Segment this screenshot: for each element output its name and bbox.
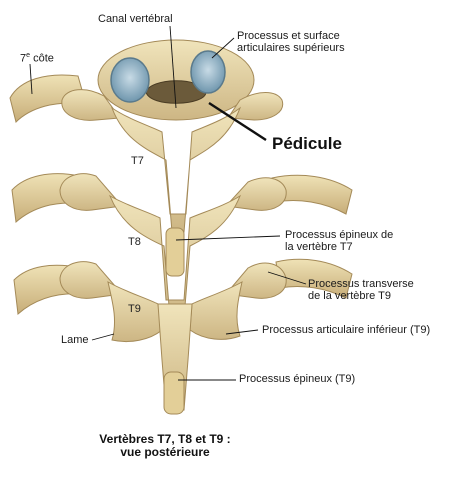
rib-right-t9 [275,258,353,299]
label-canal-vertebral: Canal vertébral [98,13,173,25]
articular-facet-right [190,50,226,94]
vertebra-t9 [59,261,287,415]
spinous-process-t7-tip [165,227,185,277]
label-transverse-line2: de la vertèbre T9 [308,290,391,302]
label-t9: T9 [128,303,141,315]
label-t7: T7 [131,155,144,167]
label-t8: T8 [128,236,141,248]
rib-right-t8 [271,174,353,215]
leader-transverse [267,271,307,285]
leader-canal [169,25,177,109]
leader-pedicule [208,101,267,142]
vertebra-t7 [61,39,284,233]
leader-lame [91,333,115,341]
leader-lines [29,25,307,381]
leader-proc-sup [211,37,235,59]
vertebra-t8 [59,173,287,319]
spinous-process-t9-tip [163,371,185,415]
label-epineux-t9: Processus épineux (T9) [239,373,356,385]
label-epineux-line2: la vertèbre T7 [285,241,353,253]
label-lame: Lame [61,334,89,346]
leader-cote [29,63,33,95]
label-epineux-line1: Processus épineux de [285,229,394,241]
articular-facet-left [110,57,150,103]
label-transverse-line1: Processus transverse [308,278,414,290]
caption-line1: Vertèbres T7, T8 et T9 : [99,432,231,446]
label-pedicule: Pédicule [272,134,342,153]
label-art-inf: Processus articulaire inférieur (T9) [262,324,431,336]
caption-line2: vue postérieure [120,445,210,459]
label-proc-sup-line1: Processus et surface [237,30,340,42]
leader-art-inf [225,329,259,335]
leader-epineux-t7 [175,235,281,241]
label-7e-cote: 7e côte [20,52,54,65]
label-proc-sup-line2: articulaires supérieurs [237,42,345,54]
